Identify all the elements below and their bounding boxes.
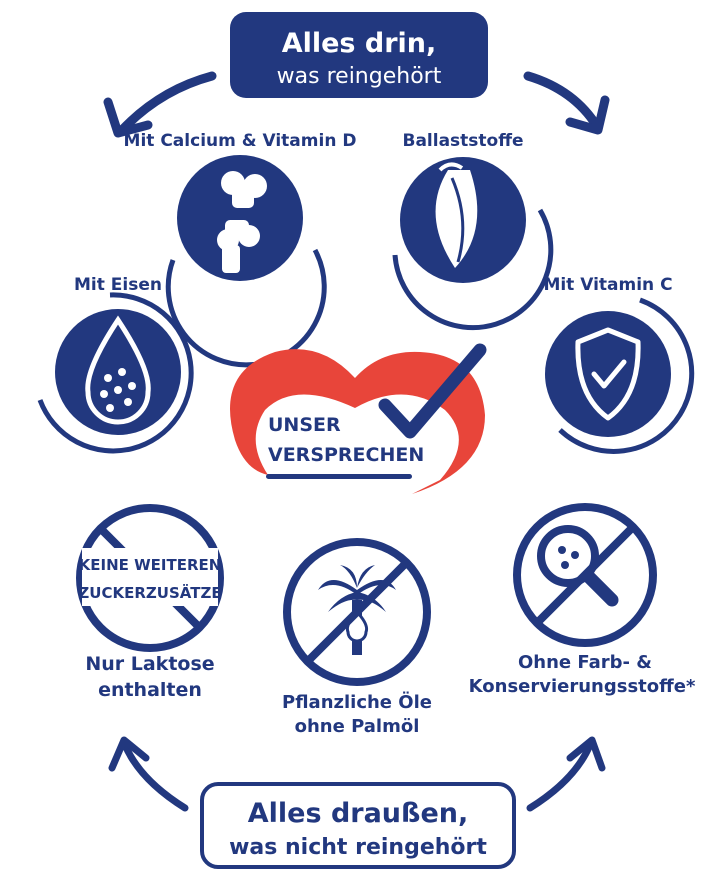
exclusion-label2: enthalten bbox=[98, 679, 202, 701]
arrow-left-up-icon bbox=[108, 736, 189, 812]
exclusion-inner1: KEINE WEITEREN bbox=[79, 556, 222, 574]
magnifier-icon bbox=[537, 525, 619, 607]
top-banner-title: Alles drin, bbox=[282, 28, 437, 59]
exclusion-label1: Nur Laktose bbox=[85, 653, 214, 675]
grain-icon bbox=[435, 162, 478, 268]
arrow-left-down-icon bbox=[103, 71, 217, 138]
feature-label: Mit Vitamin C bbox=[543, 275, 672, 295]
feature-eisen: Mit Eisen bbox=[37, 275, 194, 454]
feature-ballaststoffe: Ballaststoffe bbox=[392, 131, 554, 331]
feature-label: Ballaststoffe bbox=[402, 131, 523, 151]
bottom-banner-title: Alles draußen, bbox=[248, 798, 468, 829]
arrow-right-up-icon bbox=[526, 736, 606, 812]
exclusion-label2: ohne Palmöl bbox=[295, 716, 420, 737]
bottom-banner: Alles draußen, was nicht reingehört bbox=[200, 782, 516, 869]
exclusion-label1: Pflanzliche Öle bbox=[282, 691, 432, 713]
arrow-right-down-icon bbox=[523, 71, 610, 135]
feature-calcium-vitamin-d: Mit Calcium & Vitamin D bbox=[124, 131, 357, 368]
exclusion-palm-oil: Pflanzliche Öle ohne Palmöl bbox=[282, 538, 432, 737]
promise-line2: VERSPRECHEN bbox=[268, 444, 424, 466]
exclusion-label2: Konservierungsstoffe* bbox=[469, 676, 696, 697]
feature-vitamin-c: Mit Vitamin C bbox=[543, 275, 695, 454]
promise-line1: UNSER bbox=[268, 414, 341, 436]
exclusion-additives: Ohne Farb- & Konservierungsstoffe* bbox=[469, 503, 696, 697]
exclusion-label1: Ohne Farb- & bbox=[518, 652, 652, 673]
feature-label: Mit Eisen bbox=[74, 275, 162, 295]
bottom-banner-subtitle: was nicht reingehört bbox=[229, 835, 487, 860]
shield-check-icon bbox=[575, 327, 641, 421]
heart-icon bbox=[230, 349, 485, 494]
top-banner-subtitle: was reingehört bbox=[277, 64, 442, 89]
top-banner: Alles drin, was reingehört bbox=[230, 12, 488, 98]
drop-icon bbox=[85, 315, 151, 425]
promise-heart: UNSER VERSPRECHEN bbox=[230, 343, 487, 494]
exclusion-inner2: ZUCKERZUSÄTZE bbox=[78, 583, 221, 602]
feature-label: Mit Calcium & Vitamin D bbox=[124, 131, 357, 151]
bone-joint-icon bbox=[217, 171, 267, 273]
checkmark-icon bbox=[378, 343, 487, 439]
exclusion-sugar: KEINE WEITEREN ZUCKERZUSÄTZE Nur Laktose… bbox=[76, 504, 224, 701]
